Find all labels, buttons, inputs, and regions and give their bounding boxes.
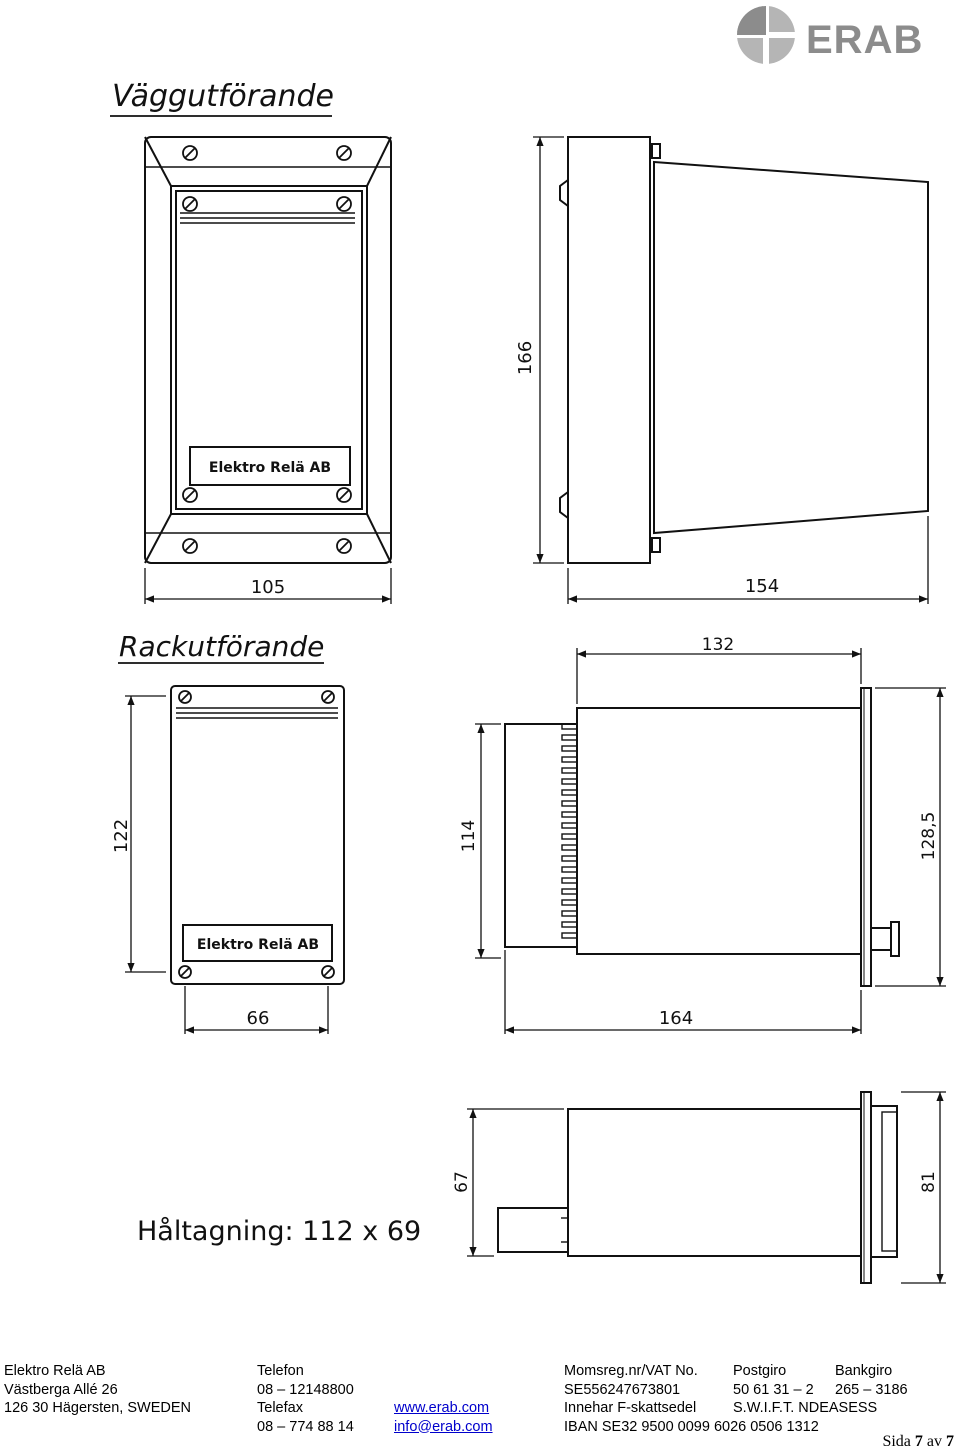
- wall-side-cover: [653, 160, 929, 535]
- dim-view3-left: 67: [452, 1171, 472, 1193]
- wall-front-outline: [144, 136, 392, 564]
- dim-wall-height: 166: [515, 341, 536, 375]
- footer-links: www.erab.com info@erab.com: [394, 1399, 493, 1436]
- footer-bankgiro: Bankgiro 265 – 3186: [835, 1363, 908, 1398]
- page-number: Sida 7 av 7: [882, 1433, 954, 1450]
- view3-terminal: [497, 1207, 569, 1253]
- footer-phone: Telefon 08 – 12148800 Telefax 08 – 774 8…: [257, 1363, 354, 1435]
- erab-logo-icon: [734, 4, 798, 66]
- footer-postgiro: Postgiro 50 61 31 – 2 S.W.I.F.T. NDEASES…: [733, 1363, 878, 1416]
- title-wall: Väggutförande: [112, 79, 334, 114]
- technical-drawing: Väggutförande Rackutförande Elektro Relä…: [110, 79, 946, 1284]
- nameplate-wall-text: Elektro Relä AB: [209, 460, 331, 476]
- dim-rack-depth-top: 132: [702, 635, 734, 655]
- rack-connector-pins: [561, 723, 578, 939]
- dim-wall-width: 105: [251, 577, 285, 598]
- dim-rack-panel-height: 128,5: [919, 812, 939, 861]
- footer-company: Elektro Relä AB Västberga Allé 26 126 30…: [4, 1363, 191, 1416]
- erab-logo-text: ERAB: [806, 18, 924, 62]
- nameplate-rack-text: Elektro Relä AB: [197, 937, 319, 953]
- dim-rack-depth-bottom: 164: [659, 1008, 693, 1029]
- website-link[interactable]: www.erab.com: [394, 1400, 490, 1416]
- footer-vat: Momsreg.nr/VAT No. SE556247673801 Inneha…: [564, 1363, 819, 1435]
- rack-front-outline: [170, 685, 345, 985]
- view3-body: [567, 1108, 862, 1257]
- wall-nameplate: [189, 446, 351, 486]
- dim-rack-inner-height: 114: [459, 820, 479, 852]
- dim-rack-height: 122: [111, 819, 132, 853]
- dim-view3-right: 81: [919, 1171, 939, 1193]
- rack-side-body: [576, 707, 862, 955]
- rack-nameplate: [182, 924, 333, 962]
- dim-rack-width: 66: [247, 1008, 270, 1029]
- wall-side-body: [567, 136, 651, 564]
- cutout-label: Håltagning: 112 x 69: [137, 1216, 421, 1247]
- title-rack: Rackutförande: [119, 630, 324, 663]
- email-link[interactable]: info@erab.com: [394, 1418, 493, 1435]
- dim-wall-depth: 154: [745, 576, 779, 597]
